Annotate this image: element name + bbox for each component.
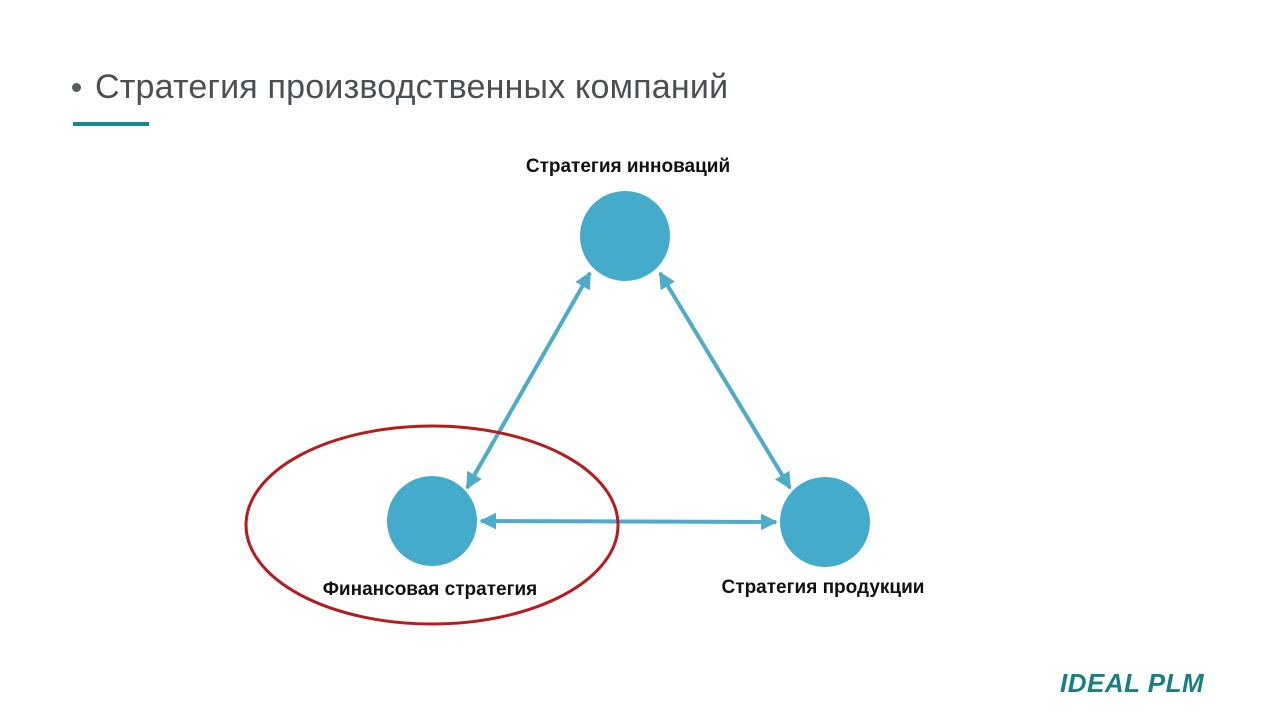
node-innovation	[580, 191, 670, 281]
title-underline	[73, 122, 149, 126]
title-row: Стратегия производственных компаний	[72, 68, 728, 107]
label-innovation: Стратегия инноваций	[525, 156, 731, 177]
node-finance	[387, 476, 477, 566]
bullet-icon	[72, 83, 81, 92]
edge-innovation-finance	[465, 271, 592, 490]
node-product	[780, 477, 870, 567]
finance-highlight-ellipse	[244, 424, 620, 626]
label-product: Стратегия продукции	[721, 577, 925, 598]
edge-finance-product	[479, 512, 778, 531]
edge-innovation-product	[658, 271, 792, 490]
ideal-plm-logo: IDEAL PLM	[1060, 668, 1205, 698]
label-finance: Финансовая стратегия	[322, 579, 538, 600]
slide-title: Стратегия производственных компаний	[95, 68, 729, 106]
